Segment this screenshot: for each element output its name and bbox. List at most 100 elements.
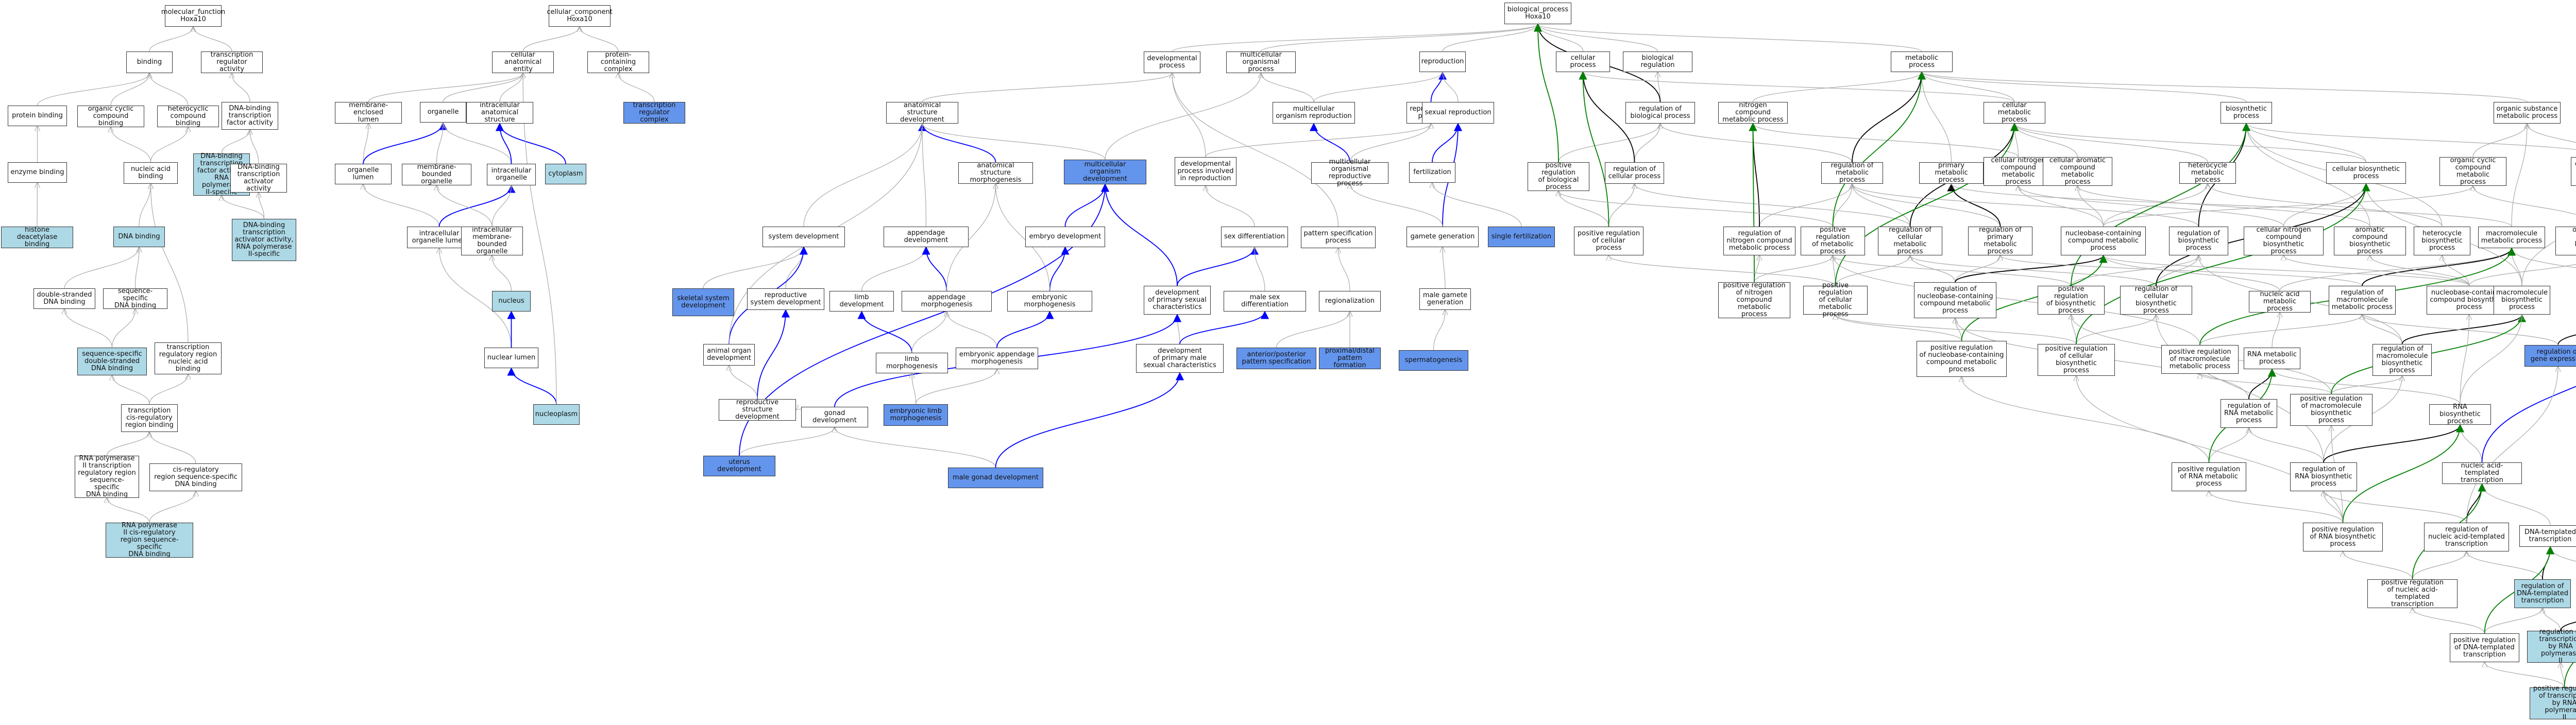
edge-is-a <box>1852 184 2199 227</box>
go-term-node: reproductive system development <box>747 288 824 310</box>
edge-is-a <box>1172 24 1538 52</box>
go-term-node: sequence-specific DNA binding <box>103 288 167 309</box>
edge-part-of <box>507 367 557 405</box>
edge-is-a <box>703 247 804 289</box>
edge-part-of <box>1179 310 1269 344</box>
edge-is-a <box>1660 124 1853 163</box>
edge-is-a <box>2512 248 2576 268</box>
edge-part-of <box>1100 183 1178 286</box>
edge-is-a <box>2014 124 2208 163</box>
edge-is-a <box>2527 124 2576 143</box>
go-term-node: aromatic compound biosynthetic process <box>2334 227 2406 255</box>
edge-is-a <box>915 369 997 405</box>
edge-part-of <box>1430 71 1447 102</box>
go-term-node: cellular metabolic process <box>1984 102 2045 124</box>
edge-is-a <box>1205 124 1431 158</box>
go-term-node: biological_process Hoxa10 <box>1504 3 1571 24</box>
edge-is-a <box>1609 255 1836 286</box>
edge-is-a <box>2370 255 2470 286</box>
edge-positively-regulates <box>1832 71 1926 227</box>
go-term-node: binding <box>126 51 173 73</box>
go-term-node: regulation of metabolic process <box>1821 162 1883 184</box>
edge-is-a <box>2468 264 2576 286</box>
go-term-node: organic cyclic compound metabolic proces… <box>2439 157 2506 186</box>
edge-positively-regulates <box>1961 254 2108 341</box>
go-term-node: multicellular organism development <box>1064 160 1146 184</box>
edge-is-a <box>2249 428 2324 463</box>
edge-regulates <box>1947 183 2001 227</box>
edge-is-a <box>2466 367 2558 523</box>
edge-is-a <box>2019 186 2104 227</box>
go-term-node: positive regulation of nitrogen compound… <box>1718 282 1790 318</box>
go-term-node: positive regulation of cellular biosynth… <box>2038 344 2115 376</box>
go-term-node: double-stranded DNA binding <box>33 288 95 309</box>
edge-is-a <box>1177 315 1180 344</box>
go-term-node: regulation of cellular metabolic process <box>1878 227 1942 255</box>
edge-is-a <box>912 373 917 405</box>
go-term-node: organic cyclic compound biosynthetic pro… <box>2555 227 2576 255</box>
edge-is-a <box>1338 248 1350 291</box>
edge-is-a <box>151 184 189 343</box>
edge-is-a <box>2019 186 2284 227</box>
edge-regulates <box>2557 334 2576 346</box>
go-term-node: proximal/distal pattern formation <box>1319 348 1381 369</box>
edge-is-a <box>363 184 440 227</box>
go-term-node: regulation of nucleobase-containing comp… <box>1914 282 1996 318</box>
go-term-node: animal organ development <box>703 344 755 366</box>
edge-is-a <box>1443 247 1446 289</box>
edge-is-a <box>443 123 512 164</box>
edge-part-of <box>1064 183 1110 227</box>
go-term-node: positive regulation of cellular process <box>1574 227 1643 255</box>
go-term-node: male gamete generation <box>1419 288 1471 310</box>
edge-is-a <box>1833 255 2072 286</box>
go-term-node: regulation of nitrogen compound metaboli… <box>1723 227 1795 255</box>
edge-is-a <box>1172 73 1339 227</box>
edge-positively-regulates <box>2564 659 2576 688</box>
edge-is-a <box>1833 255 2200 346</box>
edge-is-a <box>1583 72 2015 102</box>
edge-is-a <box>2078 186 2370 227</box>
go-term-node: regulation of biosynthetic process <box>2169 227 2228 255</box>
go-term-node: intracellular organelle <box>487 164 536 185</box>
go-term-node: transcription cis-regulatory region bind… <box>121 404 178 432</box>
edge-is-a <box>1313 72 1443 102</box>
go-term-node: development of primary male sexual chara… <box>1136 344 1224 373</box>
edge-is-a <box>2485 662 2565 688</box>
edge-is-a <box>2460 315 2469 405</box>
edge-is-a <box>2324 491 2344 523</box>
go-term-node: biological regulation <box>1623 51 1692 72</box>
edge-is-a <box>2543 608 2561 631</box>
edge-is-a <box>363 124 368 164</box>
go-term-node: primary metabolic process <box>1919 162 1984 184</box>
edge-is-a <box>2511 124 2527 227</box>
edge-is-a <box>1835 255 1910 286</box>
edge-is-a <box>922 124 1106 160</box>
go-term-node: heterocyclic compound binding <box>157 106 219 127</box>
go-term-node: regulation of gene expression <box>2524 345 2576 367</box>
edge-is-a <box>150 127 189 163</box>
edge-is-a <box>1922 72 1952 163</box>
go-term-node: DNA binding <box>113 227 165 247</box>
edge-is-a <box>2078 186 2104 227</box>
go-term-node: male sex differentiation <box>1224 291 1306 312</box>
edge-is-a <box>1962 377 2210 463</box>
edge-is-a <box>996 184 1050 291</box>
go-term-node: sexual reproduction <box>1422 102 1494 124</box>
go-term-node: embryo development <box>1025 227 1105 247</box>
edge-is-a <box>134 247 140 289</box>
edge-is-a <box>2208 428 2249 463</box>
go-term-node: regionalization <box>1319 291 1381 312</box>
edge-part-of <box>918 123 996 163</box>
edge-is-a <box>1836 315 2077 344</box>
go-term-node: RNA biosynthetic process <box>2429 404 2491 425</box>
edge-is-a <box>922 124 927 227</box>
edge-is-a <box>1635 184 1911 227</box>
go-term-node: positive regulation of cellular metaboli… <box>1803 282 1868 318</box>
edge-part-of <box>1432 123 1463 163</box>
edge-part-of <box>438 184 516 227</box>
edge-is-a <box>2272 313 2280 348</box>
edge-is-a <box>1852 184 2001 227</box>
edge-is-a <box>911 312 947 353</box>
